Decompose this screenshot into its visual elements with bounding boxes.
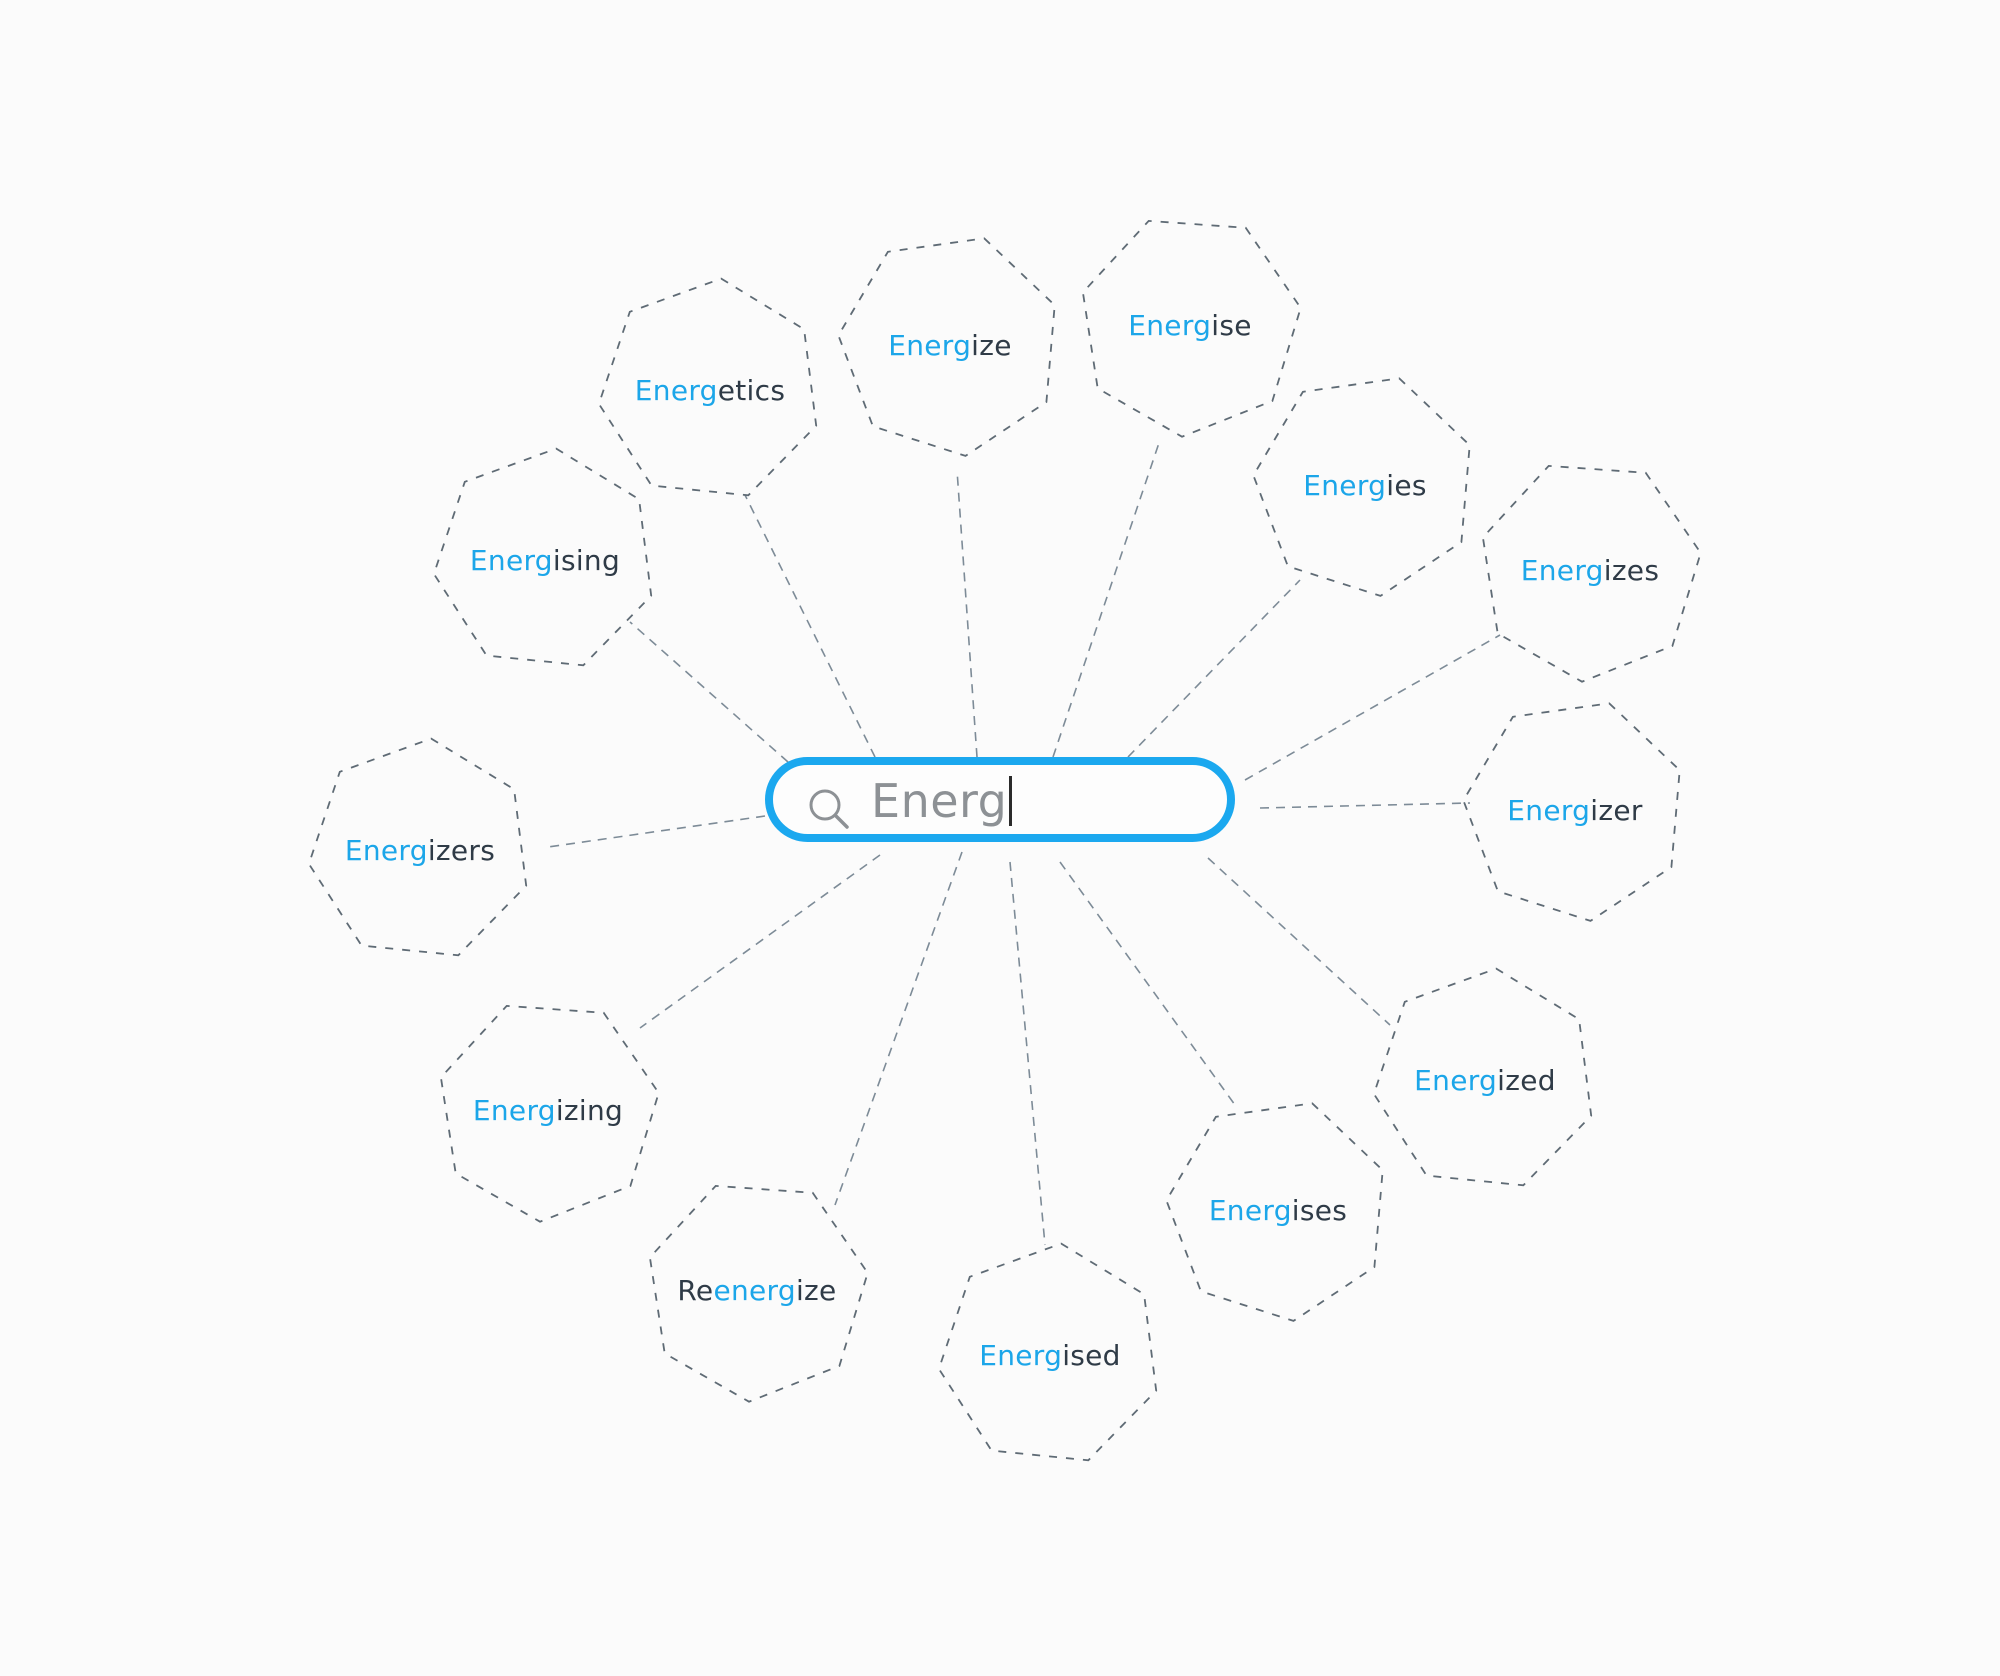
connector-line-energizer bbox=[1259, 802, 1471, 809]
connector-line-energetics bbox=[744, 494, 876, 758]
suggestion-label: Energetics bbox=[635, 374, 785, 407]
connector-line-reenergize bbox=[834, 851, 963, 1206]
bubble-outline-reenergize bbox=[648, 1184, 869, 1403]
suggestion-energize[interactable]: Energize bbox=[840, 235, 1060, 455]
suggestion-label: Energizer bbox=[1507, 794, 1642, 827]
suggestion-label: Energizers bbox=[345, 834, 495, 867]
suggestion-energises[interactable]: Energises bbox=[1168, 1100, 1388, 1320]
suggestion-suffix: ies bbox=[1386, 468, 1427, 502]
suggestion-energized[interactable]: Energized bbox=[1375, 970, 1595, 1190]
bubble-outline-energising bbox=[432, 447, 653, 667]
suggestion-label: Reenergize bbox=[677, 1274, 836, 1307]
bubble-outline-energetics bbox=[597, 277, 818, 497]
suggestion-suffix: ized bbox=[1497, 1063, 1556, 1097]
suggestion-label: Energising bbox=[470, 544, 620, 577]
suggestion-label: Energised bbox=[979, 1339, 1121, 1372]
suggestion-match: energ bbox=[713, 1273, 796, 1307]
search-input[interactable]: Energ bbox=[871, 771, 1013, 831]
suggestion-match: Energ bbox=[472, 1093, 556, 1127]
bubble-outline-energizing bbox=[439, 1004, 660, 1223]
suggestion-match: Energ bbox=[1414, 1063, 1498, 1097]
connector-line-energize bbox=[956, 469, 978, 758]
suggestion-label: Energize bbox=[888, 329, 1012, 362]
suggestion-suffix: ize bbox=[971, 328, 1012, 362]
connector-line-energizing bbox=[639, 854, 881, 1029]
connector-line-energises bbox=[1059, 861, 1236, 1106]
search-box[interactable]: Energ bbox=[765, 757, 1235, 842]
suggestion-energizing[interactable]: Energizing bbox=[438, 1000, 658, 1220]
suggestion-suffix: izing bbox=[555, 1093, 624, 1127]
connector-line-energizes bbox=[1244, 634, 1501, 781]
suggestion-suffix: izer bbox=[1590, 793, 1643, 827]
bubble-outline-energizer bbox=[1462, 702, 1681, 922]
suggestion-suffix: izes bbox=[1603, 553, 1660, 587]
connector-line-energized bbox=[1207, 857, 1391, 1026]
suggestion-suffix: etics bbox=[717, 373, 786, 407]
suggestion-suffix: ize bbox=[795, 1273, 837, 1307]
bubble-outline-energizes bbox=[1481, 464, 1702, 683]
text-caret bbox=[1009, 776, 1013, 826]
search-query-text: Energ bbox=[871, 774, 1008, 828]
bubble-outline-energise bbox=[1081, 219, 1302, 438]
suggestion-label: Energise bbox=[1128, 309, 1251, 342]
bubble-outline-energies bbox=[1252, 377, 1471, 597]
suggestion-label: Energizes bbox=[1521, 554, 1659, 587]
suggestion-reenergize[interactable]: Reenergize bbox=[647, 1180, 867, 1400]
bubble-outline-energised bbox=[937, 1242, 1158, 1462]
suggestion-suffix: ise bbox=[1211, 308, 1252, 342]
suggestion-energising[interactable]: Energising bbox=[435, 450, 655, 670]
suggestion-prefix: Re bbox=[677, 1273, 714, 1307]
bubble-outline-energize bbox=[837, 237, 1056, 457]
suggestion-suffix: ises bbox=[1291, 1193, 1348, 1227]
suggestion-match: Energ bbox=[1303, 468, 1387, 502]
connector-line-energised bbox=[1009, 861, 1046, 1246]
suggestion-energizer[interactable]: Energizer bbox=[1465, 700, 1685, 920]
suggestion-match: Energ bbox=[1520, 553, 1604, 587]
suggestion-match: Energ bbox=[1507, 793, 1591, 827]
suggestion-suffix: izers bbox=[427, 833, 496, 867]
suggestion-energise[interactable]: Energise bbox=[1080, 215, 1300, 435]
suggestion-match: Energ bbox=[1208, 1193, 1292, 1227]
suggestion-label: Energises bbox=[1209, 1194, 1347, 1227]
suggestion-energizes[interactable]: Energizes bbox=[1480, 460, 1700, 680]
connector-line-energies bbox=[1127, 579, 1301, 758]
bubble-outline-energized bbox=[1372, 967, 1593, 1187]
suggestion-match: Energ bbox=[888, 328, 972, 362]
bubble-outline-energizers bbox=[307, 737, 528, 957]
suggestion-match: Energ bbox=[1128, 308, 1212, 342]
suggestion-energizers[interactable]: Energizers bbox=[310, 740, 530, 960]
suggestion-label: Energies bbox=[1303, 469, 1426, 502]
suggestion-suffix: ised bbox=[1062, 1338, 1121, 1372]
search-icon bbox=[809, 789, 849, 829]
suggestion-match: Energ bbox=[634, 373, 718, 407]
suggestion-match: Energ bbox=[979, 1338, 1063, 1372]
connector-line-energizers bbox=[547, 815, 766, 848]
suggestion-energetics[interactable]: Energetics bbox=[600, 280, 820, 500]
bubble-outline-energises bbox=[1165, 1102, 1384, 1322]
suggestion-energies[interactable]: Energies bbox=[1255, 375, 1475, 595]
suggestion-label: Energizing bbox=[473, 1094, 623, 1127]
suggestion-match: Energ bbox=[469, 543, 553, 577]
suggestion-energised[interactable]: Energised bbox=[940, 1245, 1160, 1465]
connector-line-energising bbox=[629, 621, 789, 763]
connector-line-energise bbox=[1052, 439, 1161, 758]
suggestion-suffix: ising bbox=[552, 543, 621, 577]
suggestion-match: Energ bbox=[344, 833, 428, 867]
suggestion-label: Energized bbox=[1414, 1064, 1556, 1097]
